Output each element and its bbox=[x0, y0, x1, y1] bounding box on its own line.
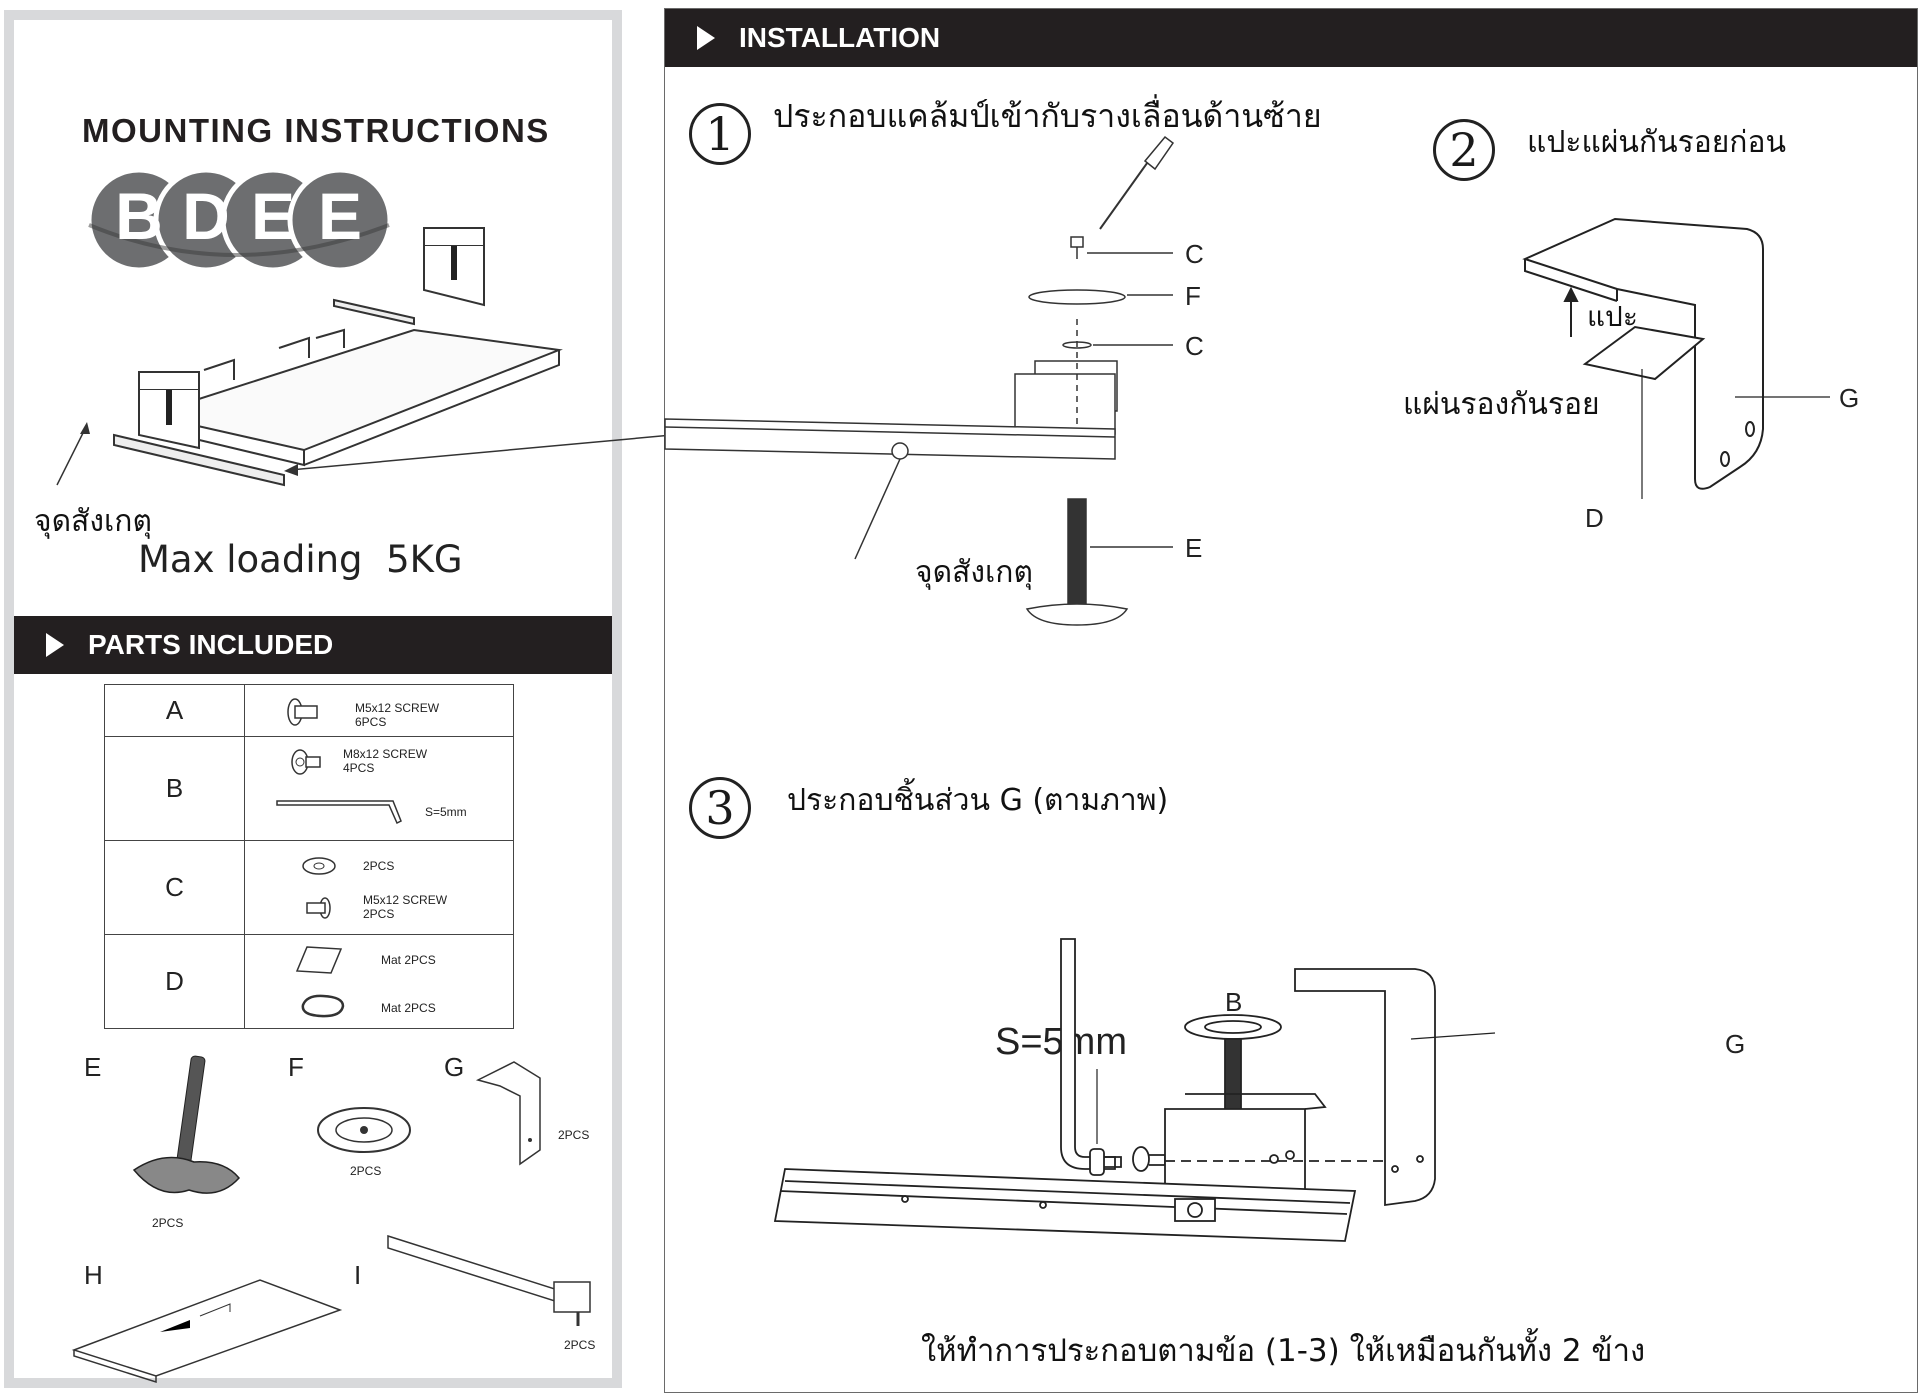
part-i-qty: 2PCS bbox=[564, 1338, 596, 1352]
step1-callout-f: F bbox=[1185, 281, 1201, 311]
oval-mat-icon bbox=[301, 994, 345, 1018]
part-label-f: F bbox=[288, 1052, 304, 1082]
step2-callout-d: D bbox=[1585, 503, 1604, 533]
table-row: D Mat 2PCS Mat 2PCS bbox=[104, 934, 514, 1029]
step2-pad-label: แผ่นรองกันรอย bbox=[1403, 387, 1600, 422]
detail-connector-arrow bbox=[284, 431, 706, 476]
part-g-qty: 2PCS bbox=[558, 1128, 590, 1142]
screw-icon bbox=[287, 698, 318, 726]
installation-header: INSTALLATION bbox=[665, 9, 1917, 67]
play-triangle-icon bbox=[46, 633, 64, 657]
step3-assembly-diagram bbox=[773, 938, 1496, 1242]
tray-board-icon bbox=[71, 1279, 343, 1384]
step1-number: 1 bbox=[689, 103, 751, 165]
part-b-name: M8x12 SCREW bbox=[343, 747, 428, 761]
parts-included-title: PARTS INCLUDED bbox=[88, 629, 334, 660]
mounting-title: MOUNTING INSTRUCTIONS bbox=[82, 112, 550, 149]
part-e-qty: 2PCS bbox=[152, 1216, 184, 1230]
step1-callout-c1: C bbox=[1185, 239, 1204, 269]
right-panel: INSTALLATION 1 ประกอบแคล้มป์เข้ากับรางเล… bbox=[664, 8, 1918, 1393]
keyboard-tray-illustration bbox=[113, 227, 563, 487]
table-row: C 2PCS M5x12 SCREW 2PCS bbox=[104, 840, 514, 935]
part-label-c: C bbox=[165, 872, 184, 902]
installation-title: INSTALLATION bbox=[739, 22, 941, 53]
part-c-name: M5x12 SCREW bbox=[363, 893, 448, 907]
part-label-e: E bbox=[84, 1052, 102, 1082]
parts-table: A M5x12 SCREW 6PCS B bbox=[104, 684, 514, 1029]
threaded-knob-icon bbox=[132, 1055, 240, 1194]
part-label-h: H bbox=[84, 1260, 103, 1290]
brand-logo-graphic bbox=[86, 167, 393, 273]
step2-stick-label: แปะ bbox=[1587, 300, 1638, 333]
table-row: B M8x12 SCREW 4PCS S=5mm bbox=[104, 736, 514, 841]
step2-callout-g: G bbox=[1839, 383, 1860, 413]
part-f-qty: 2PCS bbox=[350, 1164, 382, 1178]
mat-qty-2: 2PCS bbox=[404, 1001, 436, 1015]
washer-qty: 2PCS bbox=[363, 859, 395, 873]
step3-text: ประกอบชิ้นส่วน G (ตามภาพ) bbox=[787, 783, 1169, 818]
part-label-i: I bbox=[354, 1260, 362, 1290]
step3-callout-g: G bbox=[1725, 1029, 1746, 1059]
washer-icon bbox=[302, 857, 336, 875]
part-c-qty: 2PCS bbox=[363, 907, 395, 921]
observation-label: จุดสังเกตุ bbox=[34, 504, 152, 539]
step1-callout-c2: C bbox=[1185, 331, 1204, 361]
part-label-b: B bbox=[165, 773, 184, 803]
step2-text: แปะแผ่นกันรอยก่อน bbox=[1527, 125, 1786, 160]
step2-bracket-diagram bbox=[1522, 217, 1830, 499]
step1-observation-label: จุดสังเกตุ bbox=[915, 555, 1033, 590]
hex-key-size: S=5mm bbox=[425, 805, 467, 819]
step1-callout-e: E bbox=[1185, 533, 1203, 563]
logo-letter-d: D bbox=[182, 179, 230, 253]
step1-number-text: 1 bbox=[705, 107, 735, 161]
step1-clamp-diagram bbox=[664, 135, 1175, 626]
max-loading: Max loading 5KG bbox=[138, 538, 463, 581]
mat-label-1: Mat bbox=[381, 953, 402, 967]
table-row: A M5x12 SCREW 6PCS bbox=[104, 684, 514, 737]
m5-screw-icon bbox=[306, 897, 331, 919]
mat-label-2: Mat bbox=[381, 1001, 402, 1015]
bracket-icon bbox=[475, 1061, 541, 1166]
mat-qty-1: 2PCS bbox=[404, 953, 436, 967]
step3-callout-b: B bbox=[1225, 987, 1243, 1017]
step3-number-text: 3 bbox=[705, 781, 735, 835]
play-triangle-icon bbox=[697, 26, 715, 50]
observation-pointer bbox=[56, 422, 90, 486]
part-label-a: A bbox=[165, 695, 184, 725]
logo-letter-e2: E bbox=[317, 179, 363, 253]
square-mat-icon bbox=[295, 946, 343, 974]
brand-logo: B D E E bbox=[84, 165, 393, 275]
mount-plate-icon bbox=[317, 1107, 411, 1153]
logo-letter-e1: E bbox=[250, 179, 296, 253]
step3-number: 3 bbox=[689, 777, 751, 839]
part-b-qty: 4PCS bbox=[343, 761, 375, 775]
left-panel: MOUNTING INSTRUCTIONS B D E E bbox=[4, 10, 622, 1388]
slide-rail-icon bbox=[387, 1234, 591, 1326]
part-label-g: G bbox=[444, 1052, 465, 1082]
part-a-name: M5x12 SCREW bbox=[355, 701, 440, 715]
hex-key-icon bbox=[276, 800, 402, 825]
step1-text: ประกอบแคล้มป์เข้ากับรางเลื่อนด้านซ้าย bbox=[773, 97, 1322, 135]
m8-screw-icon bbox=[291, 749, 321, 775]
step2-number-text: 2 bbox=[1449, 123, 1479, 177]
part-label-d: D bbox=[165, 966, 184, 996]
step2-number: 2 bbox=[1433, 119, 1495, 181]
logo-letter-b: B bbox=[115, 179, 163, 253]
parts-included-header: PARTS INCLUDED bbox=[14, 616, 612, 674]
part-a-qty: 6PCS bbox=[355, 715, 387, 729]
footer-note: ให้ทำการประกอบตามข้อ (1-3) ให้เหมือนกันท… bbox=[921, 1333, 1646, 1369]
